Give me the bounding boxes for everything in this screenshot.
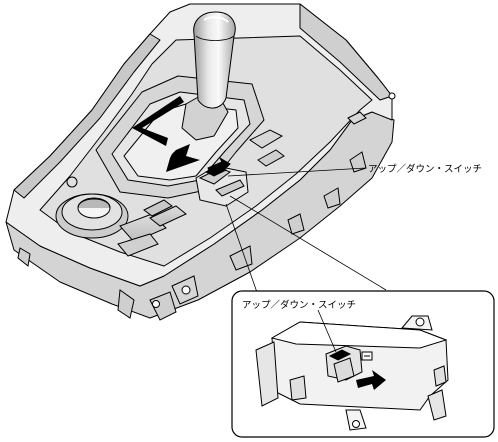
upper-right-details	[249, 92, 396, 167]
commander-dial	[55, 176, 129, 239]
switch-arrow-icon	[207, 156, 231, 173]
console-buttons	[117, 199, 187, 257]
inset-up-down-switch	[325, 345, 373, 383]
shift-knob	[193, 11, 236, 109]
detail-inset: アップ／ダウン・スイッチ	[231, 290, 495, 438]
inset-callout-label: アップ／ダウン・スイッチ	[242, 299, 356, 311]
shift-direction-arrows	[132, 96, 200, 172]
main-up-down-switch	[195, 156, 249, 207]
center-console	[5, 3, 395, 319]
arrow-left-icon	[132, 96, 184, 146]
console-under-structure	[17, 151, 367, 321]
arrow-down-icon	[166, 144, 200, 172]
inset-push-arrow-icon	[356, 370, 386, 390]
main-callout-label: アップ／ダウン・スイッチ	[368, 163, 482, 175]
inset-callout-leader	[317, 309, 337, 353]
